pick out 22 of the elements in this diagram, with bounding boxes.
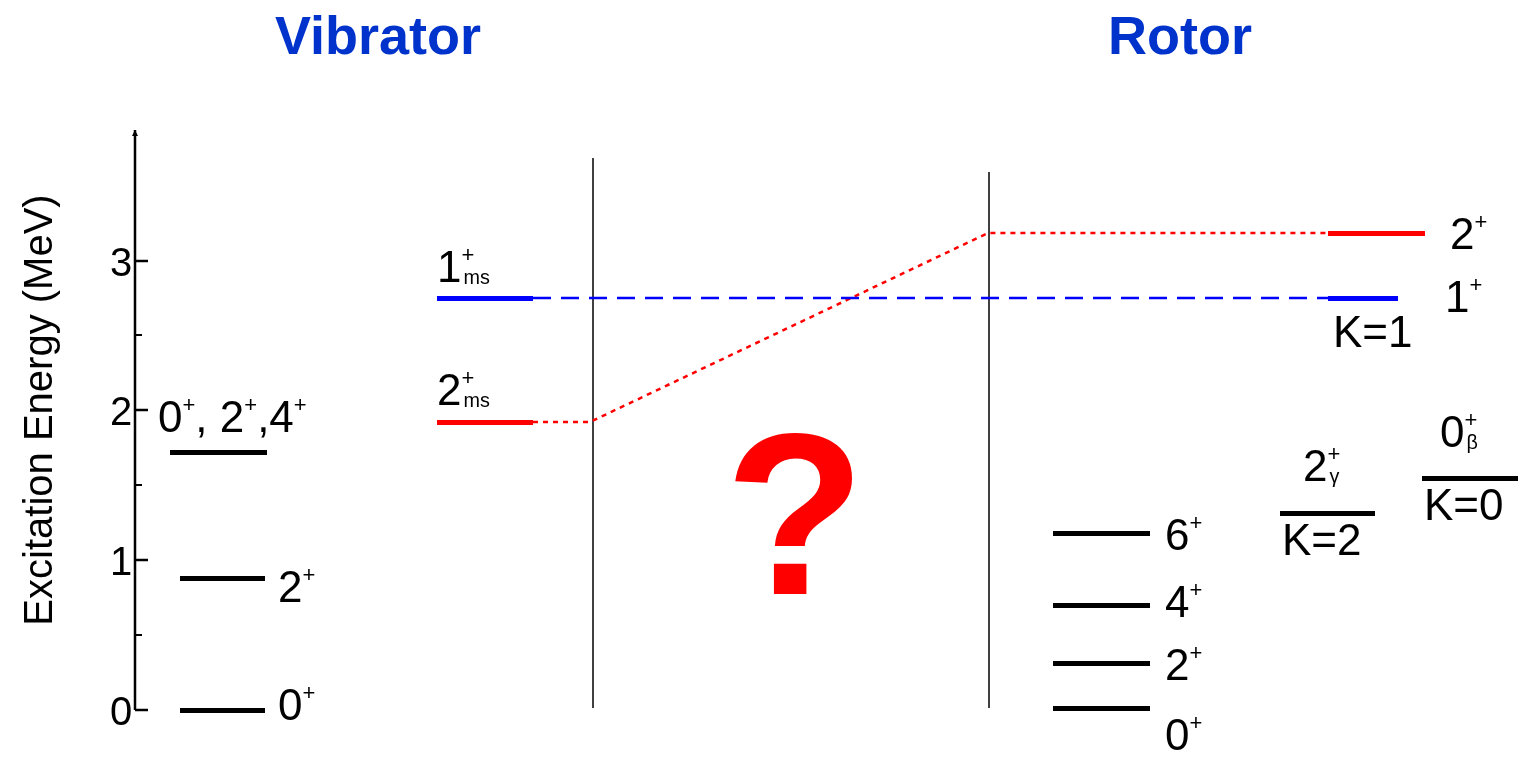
dashed-connector: [533, 296, 1328, 300]
question-mark: ?: [724, 400, 866, 630]
tick-label: 1: [110, 541, 133, 581]
dashed-connector: [533, 231, 1328, 424]
level-label: 2$^{+}$: [1450, 212, 1488, 256]
level-label: 4$^{+}$: [1165, 580, 1203, 624]
section-title: Rotor: [1108, 8, 1252, 62]
section-title: Vibrator: [274, 8, 482, 62]
level-label: 0$^{+}$, 2$^{+}$,4$^{+}$: [158, 395, 307, 439]
tick-label: 0: [110, 691, 133, 731]
level-label: 2$^{+}$: [1165, 643, 1203, 687]
level-label: 6$^{+}$: [1165, 513, 1203, 557]
level-label: 0$^{+}$: [1165, 713, 1203, 757]
level-label: 0$^{+}$: [278, 683, 316, 727]
level-label: 2$^{+}$: [278, 565, 316, 609]
tick-label: 3: [110, 242, 133, 282]
axis-title: Excitation Energy (MeV): [18, 194, 58, 626]
band-label: K=1: [1333, 310, 1413, 354]
band-label: K=2: [1282, 518, 1362, 562]
tick-label: 2: [110, 391, 133, 431]
level-label: 1$^{+}$: [1445, 275, 1483, 319]
band-label: K=0: [1424, 483, 1504, 527]
